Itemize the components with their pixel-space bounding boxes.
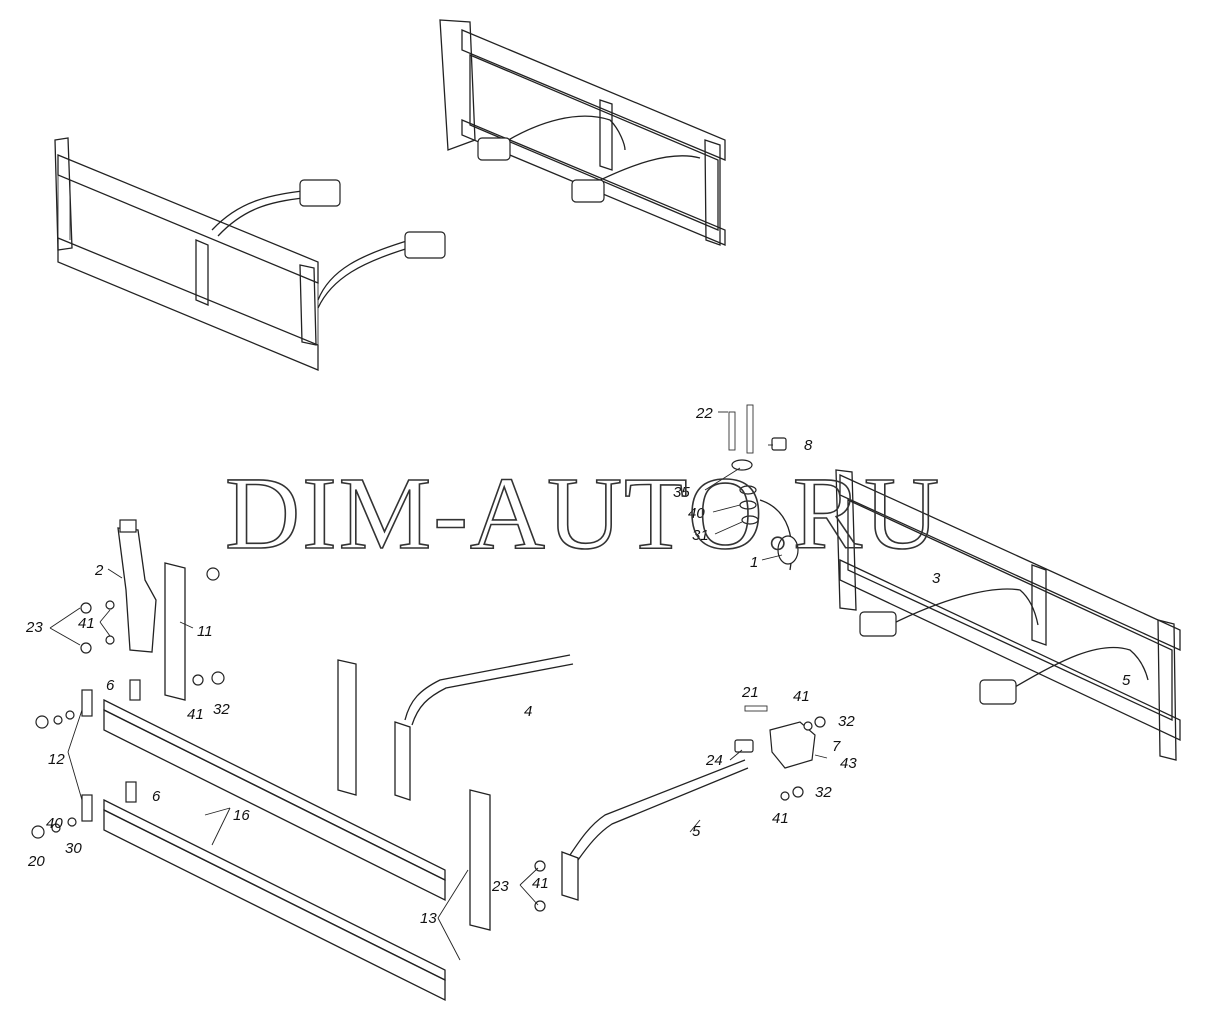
label-40-lower: 40 bbox=[46, 815, 63, 832]
part-labels: 22 8 35 40 31 1 3 5 2 11 23 41 6 41 32 4… bbox=[25, 405, 1131, 927]
label-20: 20 bbox=[27, 853, 45, 870]
label-41-center-left: 41 bbox=[187, 706, 204, 723]
label-41-upper-left: 41 bbox=[78, 615, 95, 632]
label-41-right-upper: 41 bbox=[793, 688, 810, 705]
post-strips bbox=[164, 562, 491, 931]
label-24: 24 bbox=[705, 752, 723, 769]
assembly-center-view bbox=[439, 19, 726, 246]
small-hardware bbox=[31, 567, 826, 912]
label-6-lower: 6 bbox=[152, 788, 161, 805]
long-bars bbox=[103, 698, 446, 1002]
tube-parts bbox=[394, 654, 749, 901]
label-21: 21 bbox=[741, 684, 759, 701]
label-5-lower: 5 bbox=[692, 823, 701, 840]
label-31: 31 bbox=[692, 527, 709, 544]
label-16: 16 bbox=[233, 807, 250, 824]
label-35: 35 bbox=[673, 484, 690, 501]
label-1: 1 bbox=[750, 554, 758, 571]
assembly-left-view bbox=[54, 137, 446, 371]
label-23-upper: 23 bbox=[25, 619, 43, 636]
label-22: 22 bbox=[695, 405, 713, 422]
label-5-right: 5 bbox=[1122, 672, 1131, 689]
label-3: 3 bbox=[932, 570, 941, 587]
label-7: 7 bbox=[832, 738, 841, 755]
label-13: 13 bbox=[420, 910, 437, 927]
label-32-right-upper: 32 bbox=[838, 713, 855, 730]
assembly-right-view bbox=[835, 469, 1181, 761]
label-8: 8 bbox=[804, 437, 813, 454]
socket-part bbox=[734, 705, 816, 769]
bracket-detail bbox=[728, 404, 799, 571]
label-23-lower: 23 bbox=[491, 878, 509, 895]
leader-lines bbox=[49, 411, 828, 961]
label-32-left: 32 bbox=[213, 701, 230, 718]
watermark-text: DIM-AUTO.RU bbox=[225, 456, 941, 571]
label-12: 12 bbox=[48, 751, 65, 768]
label-4: 4 bbox=[524, 703, 532, 720]
label-41-lower-center: 41 bbox=[532, 875, 549, 892]
hinge-part bbox=[117, 519, 157, 653]
label-30: 30 bbox=[65, 840, 82, 857]
label-11: 11 bbox=[197, 623, 213, 640]
label-41-right-lower: 41 bbox=[772, 810, 789, 827]
label-43: 43 bbox=[840, 755, 857, 772]
label-2: 2 bbox=[94, 562, 104, 579]
label-6-upper: 6 bbox=[106, 677, 115, 694]
label-40-upper: 40 bbox=[688, 505, 705, 522]
label-32-right-lower: 32 bbox=[815, 784, 832, 801]
